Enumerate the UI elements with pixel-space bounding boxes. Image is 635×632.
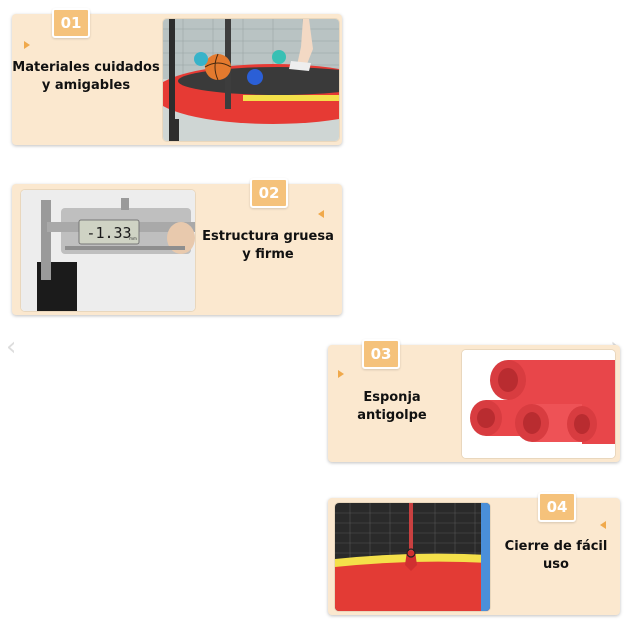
trampoline-balls-photo [162,18,340,142]
arrow-right-icon [338,370,344,378]
arrow-right-icon [24,41,30,49]
feature-card-2: 02 Estructura gruesa y firme -1.33 mm [12,178,342,315]
feature-label-line1: Esponja antigolpe [357,390,427,423]
caliper-unit: mm [129,236,137,241]
feature-card-1: 01 Materiales cuidados y amigables [12,8,342,145]
feature-label-line1: Cierre de fácil uso [504,539,608,572]
caliper-measurement-photo: -1.33 mm [20,189,196,312]
feature-number-badge: 03 [362,339,400,369]
feature-card-4: 04 Cierre de fácil uso [328,492,620,615]
feature-number-badge: 02 [250,178,288,208]
caliper-display: -1.33 [86,224,131,242]
chevron-left-icon[interactable]: ‹ [6,332,17,362]
feature-label: Materiales cuidados y amigables [6,59,166,95]
feature-label-line1: Estructura gruesa [202,229,334,244]
feature-label: Estructura gruesa y firme [198,228,338,264]
feature-label-line2: y amigables [41,78,131,93]
arrow-left-icon [600,521,606,529]
feature-label: Cierre de fácil uso [492,538,620,574]
feature-card-3: 03 Esponja antigolpe [328,339,620,462]
feature-number-badge: 01 [52,8,90,38]
feature-number-badge: 04 [538,492,576,522]
feature-label-line2: y firme [242,247,294,262]
zipper-net-photo [334,502,491,612]
arrow-left-icon [318,210,324,218]
foam-tubes-photo [461,349,616,459]
feature-label-line1: Materiales cuidados [12,60,160,75]
feature-label: Esponja antigolpe [330,389,454,425]
